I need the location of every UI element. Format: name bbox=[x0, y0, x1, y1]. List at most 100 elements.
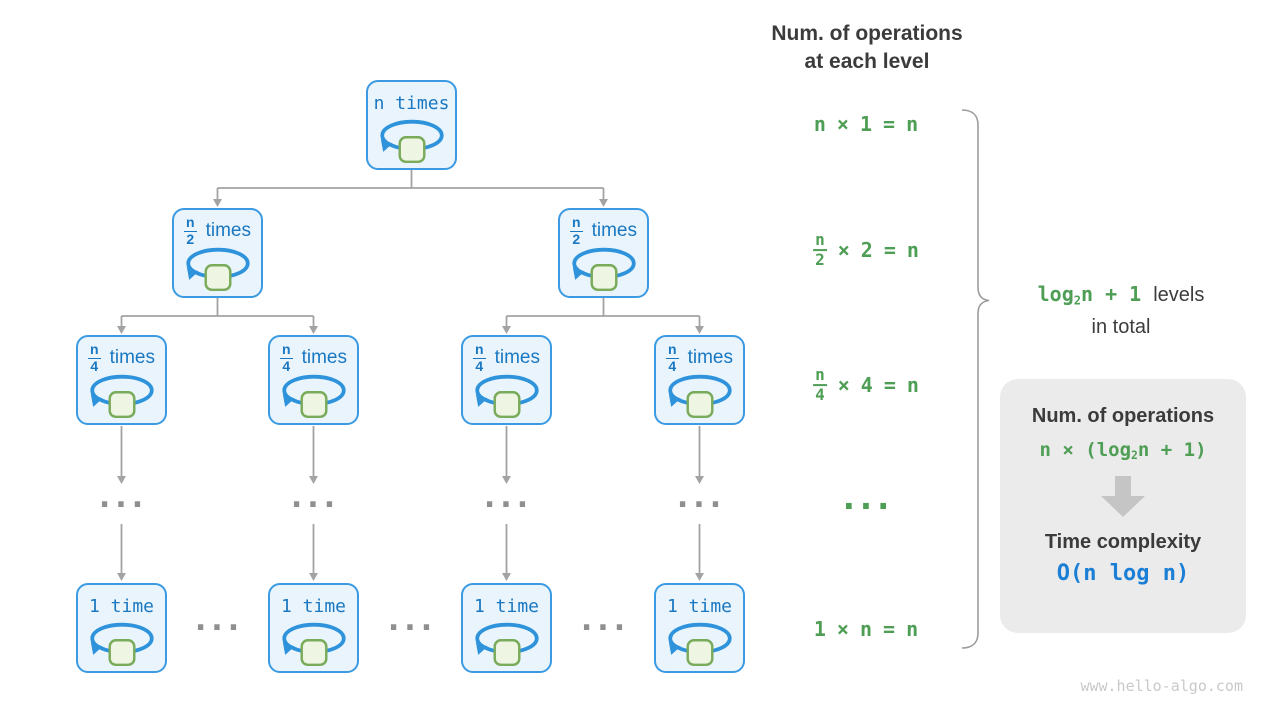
node-label: 1 time bbox=[88, 595, 155, 617]
multiply-sign: × bbox=[837, 238, 850, 262]
panel-subtitle: Time complexity bbox=[1044, 531, 1202, 554]
equals-sign: = bbox=[883, 238, 896, 262]
tree-node-leaf-1: 1 time bbox=[76, 583, 167, 673]
loop-icon bbox=[667, 374, 732, 419]
equation-level1: n × 1 = n bbox=[814, 112, 918, 136]
node-label-row: 1 time bbox=[667, 591, 732, 621]
ellipsis-green: ··· bbox=[842, 487, 895, 525]
node-label: times bbox=[687, 347, 733, 368]
ellipsis: ··· bbox=[483, 487, 534, 523]
eq-term: 1 bbox=[859, 112, 873, 136]
loop-icon bbox=[281, 622, 346, 667]
tree-node-leaf-3: 1 time bbox=[461, 583, 552, 673]
loop-icon bbox=[89, 622, 154, 667]
ellipsis: ··· bbox=[387, 610, 438, 646]
equation-bottom: 1 × n = n bbox=[814, 617, 918, 641]
ellipsis: ··· bbox=[98, 487, 149, 523]
panel-title: Num. of operations bbox=[1031, 405, 1215, 427]
node-label: times bbox=[205, 220, 251, 241]
eq-term: n bbox=[906, 373, 919, 397]
operations-formula: n × (log2n + 1) bbox=[1039, 439, 1207, 463]
node-label: times bbox=[494, 347, 540, 368]
brace bbox=[961, 109, 990, 649]
node-label: 1 time bbox=[280, 595, 347, 617]
eq-term: 4 bbox=[860, 373, 873, 397]
multiply-sign: × bbox=[836, 617, 849, 641]
eq-term: n bbox=[859, 617, 873, 641]
loop-icon bbox=[474, 374, 539, 419]
column-header: Num. of operations at each level bbox=[771, 20, 962, 76]
column-header-line1: Num. of operations bbox=[771, 22, 963, 45]
node-label: times bbox=[301, 347, 347, 368]
multiply-sign: × bbox=[836, 112, 849, 136]
node-label-row: 1 time bbox=[89, 591, 154, 621]
multiply-sign: × bbox=[837, 373, 850, 397]
node-label-row: 1 time bbox=[281, 591, 346, 621]
equals-sign: = bbox=[883, 617, 896, 641]
eq-term: 1 bbox=[813, 617, 826, 641]
levels-note-line1: log2n + 1 levels bbox=[1038, 281, 1205, 314]
node-label: times bbox=[591, 220, 637, 241]
summary-panel: Num. of operations n × (log2n + 1) Time … bbox=[1000, 379, 1246, 633]
equals-sign: = bbox=[883, 373, 896, 397]
ellipsis: ··· bbox=[194, 610, 245, 646]
node-label: 1 time bbox=[473, 595, 540, 617]
node-label-row: n times bbox=[374, 88, 450, 118]
eq-term: n bbox=[813, 112, 826, 136]
loop-icon bbox=[185, 247, 250, 292]
loop-icon bbox=[379, 119, 444, 164]
loop-icon bbox=[571, 247, 636, 292]
subscript: 2 bbox=[1073, 293, 1081, 308]
tree-node-leaf-4: 1 time bbox=[654, 583, 745, 673]
node-label-row: 1 time bbox=[474, 591, 539, 621]
eq-term: n bbox=[906, 112, 919, 136]
eq-term: n bbox=[906, 617, 919, 641]
ellipsis: ··· bbox=[676, 487, 727, 523]
node-label: n times bbox=[373, 92, 450, 114]
watermark: www.hello-algo.com bbox=[1080, 677, 1243, 695]
loop-icon bbox=[667, 622, 732, 667]
node-label: 1 time bbox=[666, 595, 733, 617]
node-label: times bbox=[109, 347, 155, 368]
ellipsis: ··· bbox=[580, 610, 631, 646]
loop-icon bbox=[474, 622, 539, 667]
levels-note: log2n + 1 levels in total bbox=[1038, 281, 1205, 341]
equals-sign: = bbox=[883, 112, 896, 136]
log-expression: log2n + 1 bbox=[1037, 282, 1142, 308]
eq-term: 2 bbox=[860, 238, 873, 262]
tree-node-root: n times bbox=[366, 80, 457, 170]
time-complexity-value: O(n log n) bbox=[1056, 561, 1190, 587]
loop-icon bbox=[281, 374, 346, 419]
eq-term: n bbox=[906, 238, 919, 262]
ellipsis: ··· bbox=[290, 487, 341, 523]
column-header-line2: at each level bbox=[804, 50, 930, 73]
down-arrow-icon bbox=[1101, 476, 1145, 518]
levels-note-line2: in total bbox=[1091, 316, 1151, 339]
subscript: 2 bbox=[1131, 448, 1138, 463]
levels-label: levels bbox=[1153, 284, 1205, 306]
loop-icon bbox=[89, 374, 154, 419]
tree-node-leaf-2: 1 time bbox=[268, 583, 359, 673]
